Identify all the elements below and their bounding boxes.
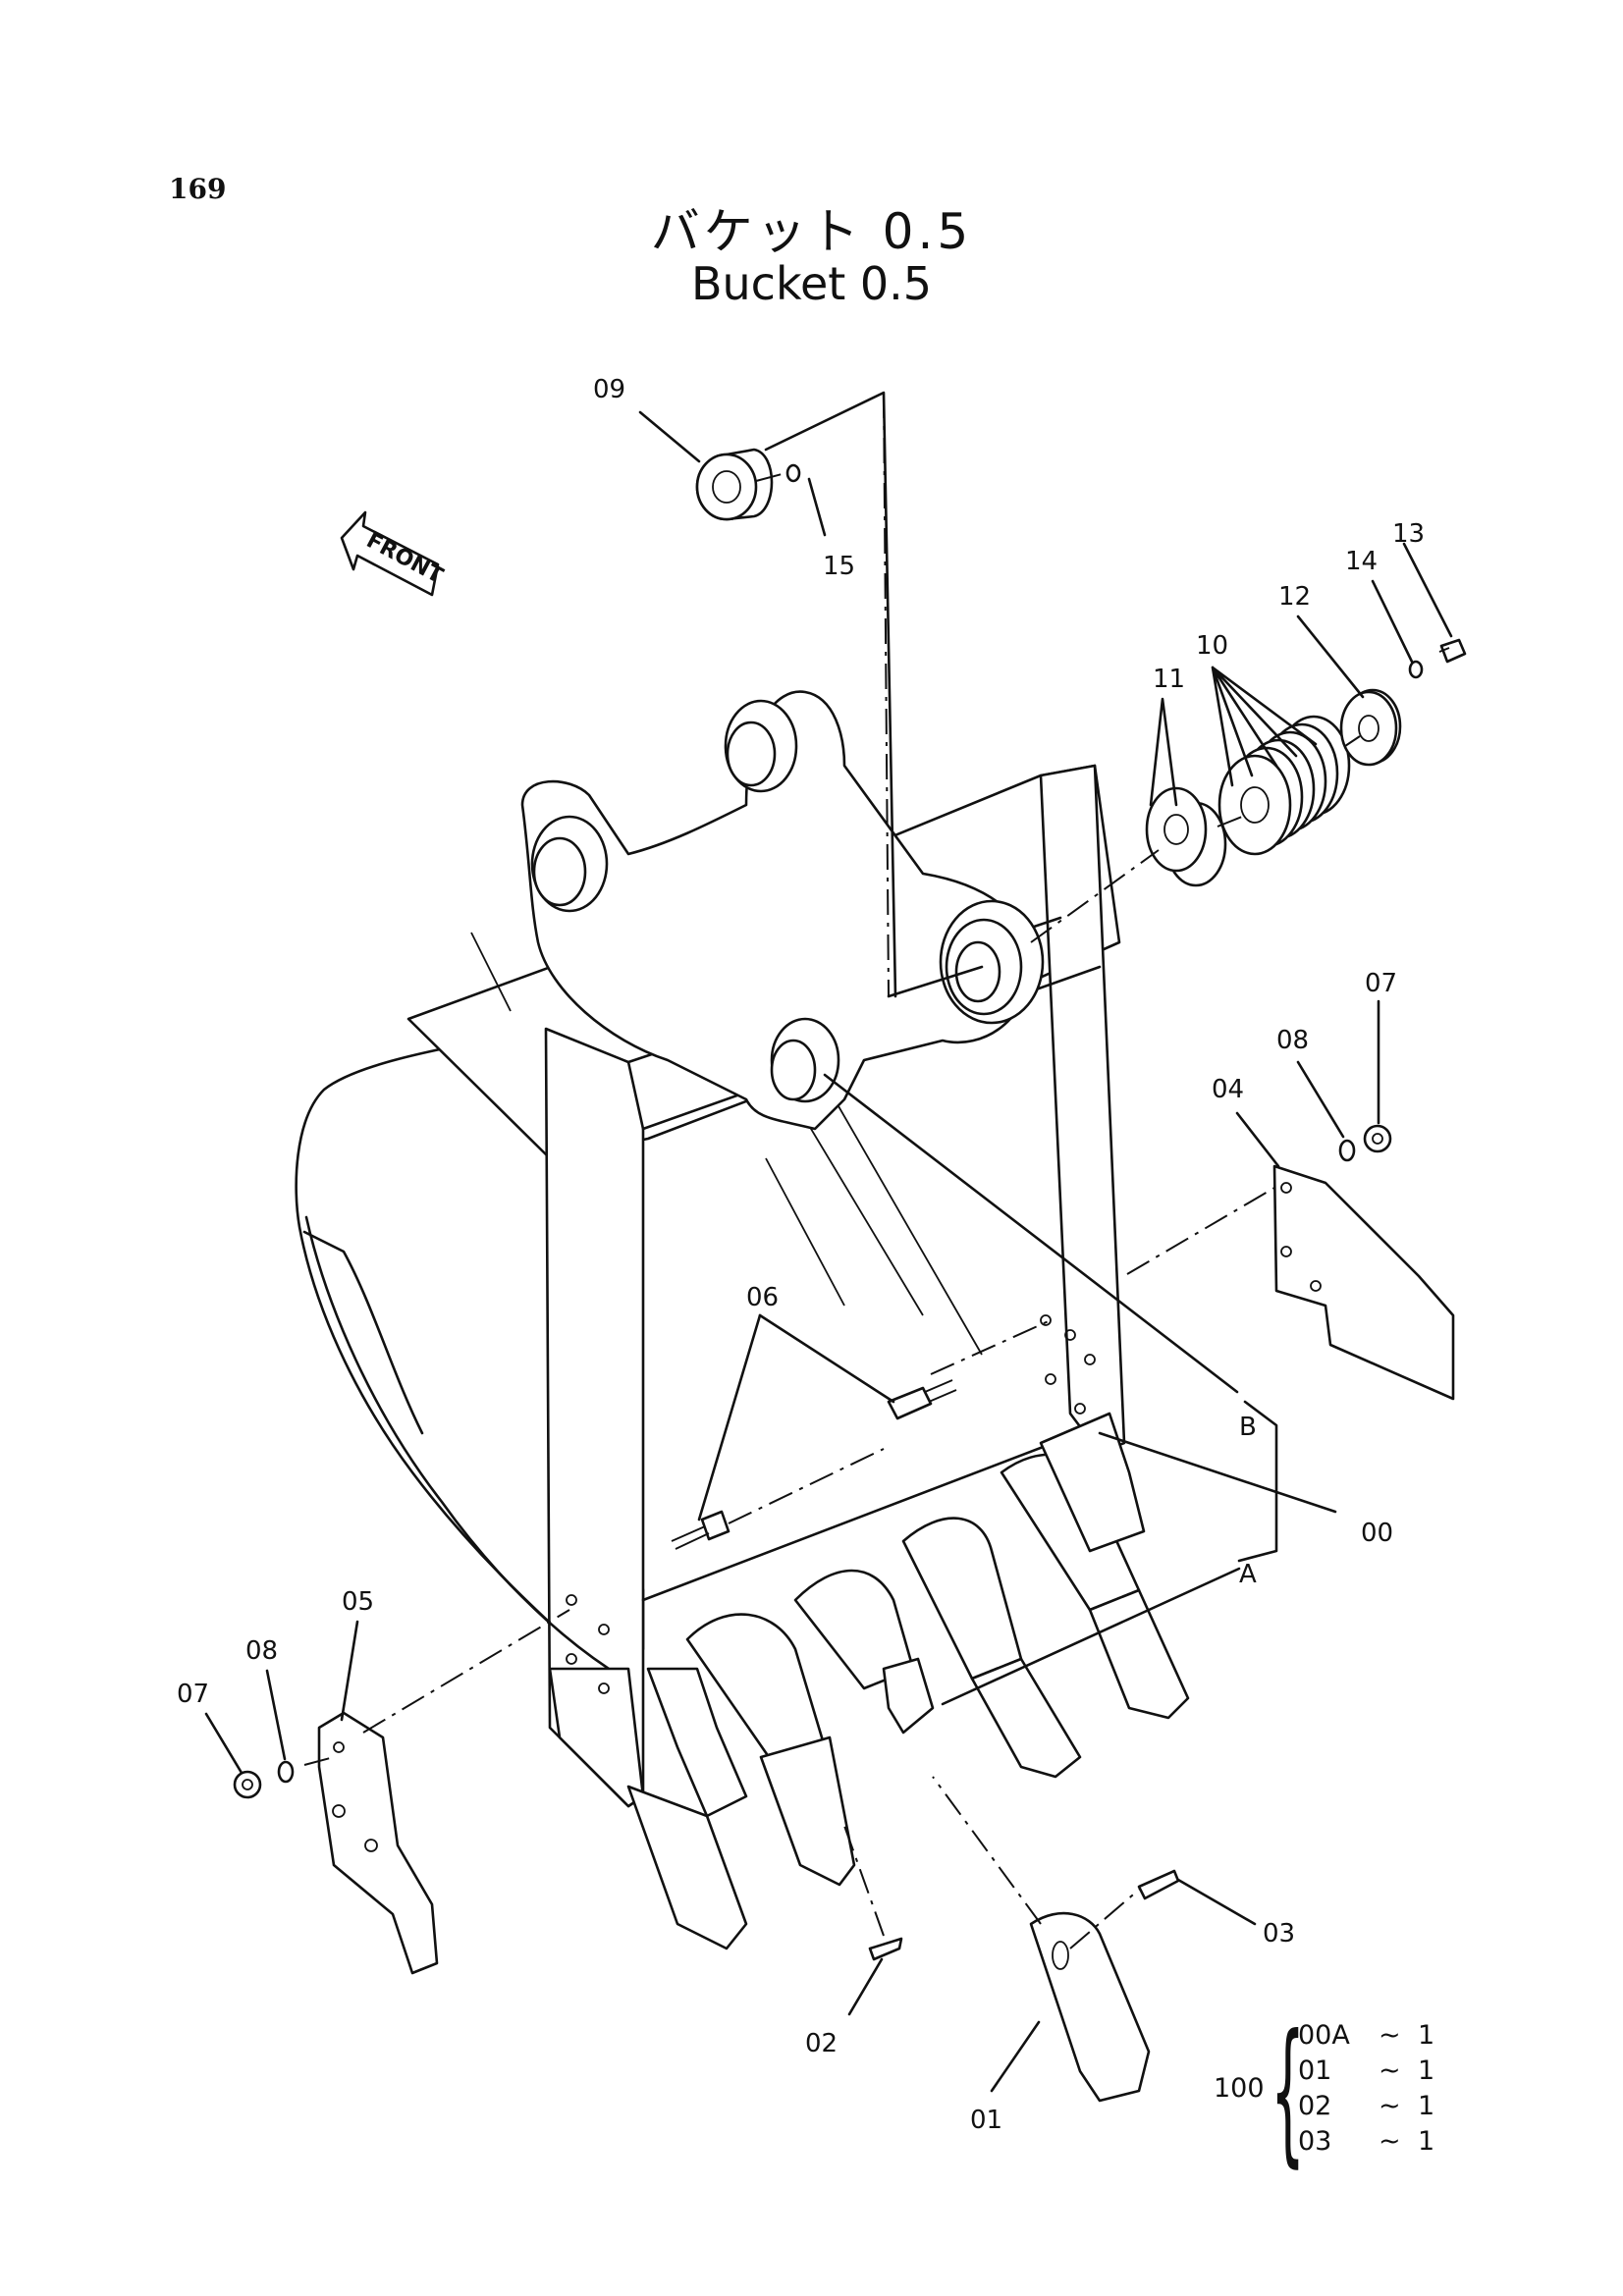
callout-02: 02 xyxy=(805,2029,838,2058)
nut-07-left xyxy=(233,1770,262,1799)
page-number: 169 xyxy=(169,173,227,205)
callout-10: 10 xyxy=(1196,631,1228,661)
lock-03 xyxy=(1137,1869,1180,1900)
tooth xyxy=(901,1517,1082,1779)
washer-08-right xyxy=(1338,1139,1356,1162)
callout-08-left: 08 xyxy=(245,1636,278,1666)
pin-bosses xyxy=(520,690,1045,1131)
side-cutter-left-05 xyxy=(317,1711,439,1975)
front-arrow-icon: FRONT xyxy=(340,510,447,597)
callout-06: 06 xyxy=(746,1283,779,1312)
side-cutter-right-04 xyxy=(1272,1164,1455,1401)
callout-14: 14 xyxy=(1345,547,1378,576)
callout-07-right: 07 xyxy=(1365,969,1397,998)
kit-row: 03~1 xyxy=(1298,2126,1435,2157)
kit-row: 02~1 xyxy=(1298,2091,1435,2121)
callout-09: 09 xyxy=(593,375,625,404)
bolt-06-lower xyxy=(671,1510,730,1550)
callout-11: 11 xyxy=(1153,665,1185,694)
tooth xyxy=(685,1613,856,1887)
seal-11 xyxy=(1145,786,1227,887)
callout-A: A xyxy=(1239,1560,1257,1589)
washer-14 xyxy=(1408,660,1424,679)
callout-05: 05 xyxy=(342,1587,374,1617)
callout-B: B xyxy=(1239,1413,1257,1442)
bushing-09 xyxy=(695,448,774,521)
callout-01: 01 xyxy=(970,2106,1002,2135)
callout-07-left: 07 xyxy=(177,1680,209,1709)
washer-08-left xyxy=(277,1760,295,1784)
plate-12 xyxy=(1339,688,1402,767)
title-english: Bucket 0.5 xyxy=(690,257,933,310)
callout-00: 00 xyxy=(1361,1519,1393,1548)
pin-15 xyxy=(785,463,801,483)
callout-12: 12 xyxy=(1278,582,1311,612)
tooth xyxy=(1039,1412,1146,1553)
callout-13: 13 xyxy=(1392,519,1425,549)
tooth-point-01 xyxy=(1029,1911,1151,2103)
bucket-teeth xyxy=(626,1412,1190,2103)
callout-08-right: 08 xyxy=(1276,1026,1309,1055)
leader-lines xyxy=(204,391,1453,2093)
nut-07-right xyxy=(1363,1124,1392,1153)
kit-row: 01~1 xyxy=(1298,2056,1435,2086)
callout-04: 04 xyxy=(1212,1075,1244,1104)
title-japanese: バケット 0.5 xyxy=(650,203,973,260)
tooth xyxy=(793,1569,935,1735)
pin-02 xyxy=(868,1937,903,1961)
bolt-13 xyxy=(1438,638,1467,664)
bolt-06-upper xyxy=(887,1379,957,1420)
callout-03: 03 xyxy=(1263,1919,1295,1949)
kit-brace: { xyxy=(1271,2002,1306,2182)
kit-quantity-label: 100 xyxy=(1214,2073,1265,2104)
callout-labels: 09 15 11 10 12 14 13 07 08 04 06 B 00 A … xyxy=(177,375,1425,2135)
shims-10 xyxy=(1217,715,1351,856)
tooth xyxy=(626,1667,748,1950)
callout-15: 15 xyxy=(823,552,855,581)
kit-row: 00A~1 xyxy=(1298,2020,1435,2051)
